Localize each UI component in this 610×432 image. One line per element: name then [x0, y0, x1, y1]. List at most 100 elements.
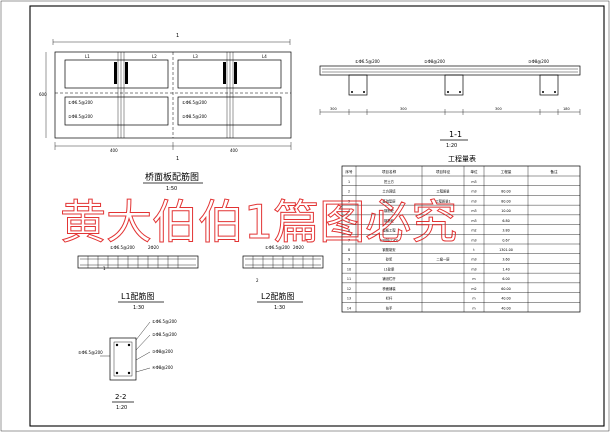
section-2-2-annotation-3: ③Φ8@200: [152, 349, 173, 354]
table-cell: 40.00: [501, 306, 510, 310]
l2-mark-1: 2: [256, 278, 259, 283]
table-cell: m3: [471, 190, 476, 194]
table-cell: C30砼(C45): [380, 237, 399, 242]
table-cell: m3: [471, 238, 476, 242]
l1-scale: 1:30: [133, 305, 144, 311]
plan-annotation-2: ②Φ8.5@200: [68, 114, 93, 119]
section-1-1-dim-2: 300: [400, 107, 407, 111]
plan-grid-label-4: L4: [262, 54, 267, 59]
table-cell: 80.00: [501, 199, 510, 203]
table-cell: 3.60: [502, 258, 509, 262]
table-cell: 3: [348, 199, 350, 203]
table-cell: 1301.00: [499, 248, 513, 252]
table-cell: m3: [471, 180, 476, 184]
table-cell: 6.80: [502, 219, 509, 223]
table-cell: 5: [348, 219, 350, 223]
l2-scale: 1:30: [274, 305, 285, 311]
table-header-cell: 项目名称: [382, 169, 397, 174]
section-1-1-dim-4: 180: [563, 107, 570, 111]
table-cell: 14: [347, 306, 351, 310]
plan-section-mark-bottom: 1: [176, 156, 179, 162]
table-cell: 6.00: [502, 277, 509, 281]
l1-annotation-1: ①Φ6.5@200: [110, 245, 135, 250]
section-1-1-annotation-3: ③Φ8@200: [528, 59, 549, 64]
table-cell: 4: [348, 209, 350, 213]
inner-frame: [29, 5, 605, 427]
table-header-cell: 备注: [550, 169, 558, 174]
section-2-2-annotation-1: ①Φ6.5@200: [152, 319, 177, 324]
table-cell: 10.00: [501, 209, 510, 213]
plan-dim-1: 400: [110, 148, 118, 153]
table-cell: m3: [471, 258, 476, 262]
watermark: 黄大伯伯1篇图必究: [60, 195, 457, 249]
plan-scale: 1:50: [166, 186, 177, 192]
table-cell: t: [473, 248, 475, 252]
table-cell: m3: [471, 209, 476, 213]
table-cell: m3: [471, 199, 476, 203]
table-cell: 工程质量: [436, 189, 450, 194]
section-1-1-dim-1: 300: [330, 107, 337, 111]
table-cell: 基础垫层: [382, 198, 396, 203]
section-1-1: ①Φ6.5@200 ②Φ8@200 ③Φ8@200 300 300 300 18…: [319, 59, 581, 149]
l2-annotation-1: ①Φ6.5@200: [265, 245, 290, 250]
table-cell: 0.67: [502, 238, 509, 242]
table-cell: 挖土方: [384, 179, 395, 184]
l1-title: L1配筋图: [121, 291, 155, 301]
l1-annotation-2: 2Φ20: [148, 245, 159, 250]
table-cell: m: [472, 306, 475, 310]
table-cell: 钢筋砼: [384, 208, 395, 213]
plan-dim-2: 400: [230, 148, 238, 153]
table-cell: 2: [348, 190, 350, 194]
table-cell: 9: [348, 258, 350, 262]
section-2-2-annotation-4: ④Φ8@200: [152, 365, 173, 370]
table-cell: 铺设栏杆: [382, 276, 396, 281]
plan-grid-label-3: L3: [193, 54, 198, 59]
table-header-cell: 单位: [470, 169, 478, 174]
table-cell: 土方回填: [382, 189, 396, 194]
plan-dim-left: 600: [39, 92, 47, 97]
section-1-1-annotation-1: ①Φ6.5@200: [355, 59, 380, 64]
table-cell: 80.00: [501, 190, 510, 194]
section-2-2-annotation-5: ⑤Φ6.5@200: [78, 350, 103, 355]
l1-beam-detail: ①Φ6.5@200 2Φ20 1 L1配筋图 1:30: [77, 245, 199, 311]
section-1-1-dim-3: 300: [495, 107, 502, 111]
table-cell: 二级一层: [436, 257, 450, 262]
l1-mark-1: 1: [103, 266, 106, 271]
table-cell: 钢筋制安: [382, 247, 396, 252]
plan-section-mark-top: 1: [176, 33, 179, 39]
plan-grid-label-2: L2: [152, 54, 157, 59]
table-header-cell: 项目特征: [436, 169, 451, 174]
plan-annotation-3: ①Φ6.5@200: [182, 100, 207, 105]
section-2-2-scale: 1:20: [116, 405, 127, 411]
table-cell: 栏杆: [386, 296, 393, 301]
table-cell: 8: [348, 248, 350, 252]
table-cell: 60.00: [501, 287, 510, 291]
table-cell: 13: [347, 297, 351, 301]
table-header-cell: 序号: [345, 169, 353, 174]
plan-grid-label-1: L1: [85, 54, 90, 59]
section-1-1-scale: 1:20: [446, 143, 457, 149]
plan-annotation-1: ①Φ6.5@200: [68, 100, 93, 105]
table-cell: 模板工程: [382, 228, 396, 233]
quantity-table-title: 工程量表: [448, 154, 476, 163]
table-cell: 10: [347, 267, 351, 271]
table-cell: m2: [471, 287, 476, 291]
table-cell: m: [472, 277, 475, 281]
table-header-cell: 工程量: [501, 169, 512, 174]
table-cell: m3: [471, 219, 476, 223]
section-2-2-annotation-2: ②Φ8.5@200: [152, 332, 177, 337]
table-cell: 钢筋砼: [384, 218, 395, 223]
table-cell: m: [472, 297, 475, 301]
section-2-2: ①Φ6.5@200 ②Φ8.5@200 ③Φ8@200 ④Φ8@200 ⑤Φ6.…: [78, 319, 177, 411]
table-cell: 1: [348, 180, 350, 184]
l2-annotation-2: 2Φ20: [293, 245, 304, 250]
plan-annotation-4: ②Φ8.5@200: [182, 114, 207, 119]
table-cell: 砂浆: [386, 257, 393, 262]
table-cell: 11: [347, 277, 351, 281]
table-cell: 3.80: [502, 229, 509, 233]
section-1-1-title: 1-1: [449, 130, 462, 139]
l2-beam-detail: ①Φ6.5@200 2Φ20 2 L2配筋图 1:30: [242, 245, 324, 311]
